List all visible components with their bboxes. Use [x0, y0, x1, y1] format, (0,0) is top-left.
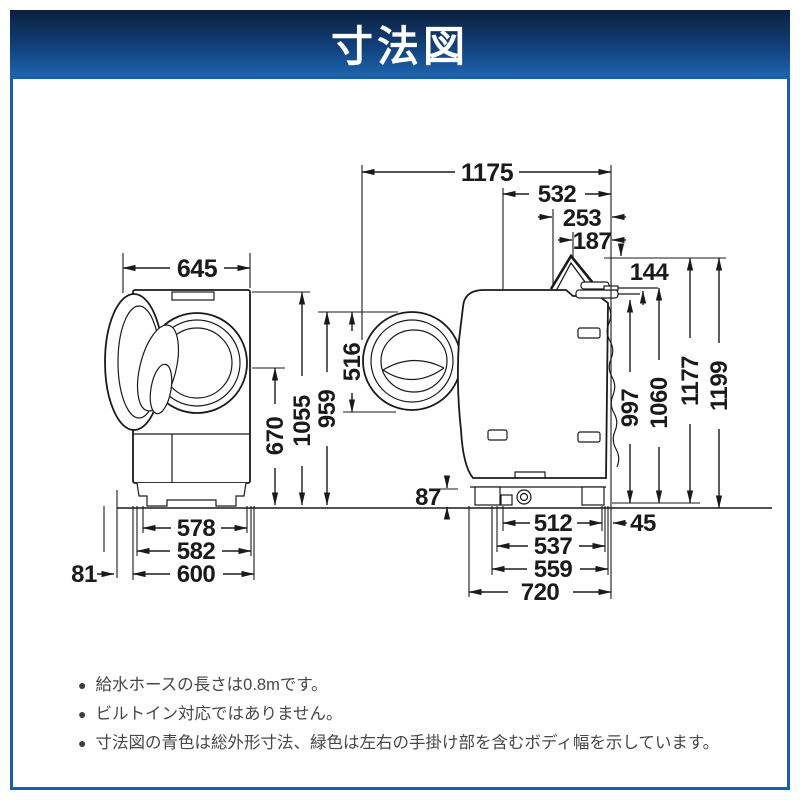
note-item: ● ビルトイン対応ではありません。 [78, 704, 768, 724]
dim-front-handle-protrusion: 81 [71, 561, 97, 588]
note-text-builtin: ビルトイン対応ではありません。 [95, 705, 343, 723]
dim-side-front-clearance: 87 [415, 484, 441, 511]
dim-side-1177: 1177 [677, 356, 704, 406]
dim-front-body-width: 600 [177, 561, 216, 588]
dim-side-body-height: 997 [617, 389, 644, 428]
notes-list: ● 給水ホースの長さは0.8mです。 ● ビルトイン対応ではありません。 ● 寸… [78, 675, 768, 762]
dim-front-feet-width: 578 [177, 515, 216, 542]
bullet-icon: ● [78, 706, 87, 722]
dim-side-total-depth: 1175 [461, 159, 514, 187]
note-item: ● 寸法図の青色は総外形寸法、緑色は左右の手掛け部を含むボディ幅を示しています。 [78, 733, 768, 753]
note-item: ● 給水ホースの長さは0.8mです。 [78, 675, 768, 695]
dim-side-max-height: 1199 [706, 361, 733, 411]
open-lid [549, 253, 595, 290]
front-view-dimensions: 645 670 1055 [71, 253, 316, 588]
dimension-diagram: 645 670 1055 [71, 159, 772, 606]
dim-side-rear-overhang: 45 [630, 510, 656, 537]
page-title: 寸法図 [330, 22, 469, 70]
dim-side-hose-top-height: 1060 [646, 377, 673, 429]
dim-side-253: 253 [563, 205, 602, 232]
side-view [362, 253, 658, 506]
dim-front-door-center-height: 670 [262, 417, 289, 456]
dim-side-body-depth: 720 [521, 579, 560, 606]
dim-side-559: 559 [534, 556, 573, 583]
front-view [104, 289, 251, 507]
bullet-icon: ● [78, 735, 87, 751]
dim-side-537: 537 [534, 533, 573, 560]
bullet-icon: ● [78, 677, 87, 693]
dim-side-feet-depth: 512 [534, 510, 573, 537]
dim-side-door-diameter: 516 [339, 343, 366, 382]
dim-front-total-width: 645 [177, 255, 218, 283]
dim-side-532: 532 [538, 181, 577, 208]
dim-front-body-top-height: 1055 [289, 395, 316, 447]
dim-front-base-width: 582 [177, 538, 216, 565]
dim-side-187: 187 [573, 228, 612, 255]
header-bar: 寸法図 [10, 10, 790, 76]
dim-side-144: 144 [630, 259, 670, 286]
note-text-color-legend: 寸法図の青色は総外形寸法、緑色は左右の手掛け部を含むボディ幅を示しています。 [95, 734, 720, 752]
dim-side-door-top-height: 959 [314, 390, 341, 429]
side-view-dimensions: 1175 532 253 187 144 [314, 159, 733, 606]
content-box: 645 670 1055 [10, 76, 790, 790]
note-text-hose-length: 給水ホースの長さは0.8mです。 [95, 676, 328, 694]
